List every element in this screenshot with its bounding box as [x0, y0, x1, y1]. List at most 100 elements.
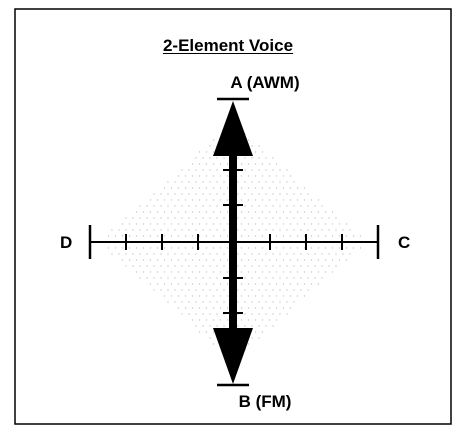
- background-dot: [121, 223, 124, 225]
- background-dot: [321, 205, 323, 207]
- background-dot: [202, 313, 204, 315]
- background-dot: [254, 199, 257, 201]
- background-dot: [184, 187, 187, 189]
- background-dot: [156, 247, 159, 249]
- background-dot: [205, 223, 208, 225]
- background-dot: [265, 325, 267, 327]
- background-dot: [293, 205, 295, 207]
- background-dot: [191, 271, 194, 273]
- background-dot: [202, 205, 204, 207]
- background-dot: [244, 169, 246, 171]
- background-dot: [272, 253, 274, 255]
- background-dot: [181, 277, 183, 279]
- background-dot: [307, 193, 309, 195]
- background-dot: [209, 157, 211, 159]
- background-dot: [331, 247, 334, 249]
- background-dot: [205, 247, 208, 249]
- background-dot: [202, 289, 204, 291]
- background-dot: [244, 313, 246, 315]
- background-dot: [272, 169, 274, 171]
- background-dot: [202, 277, 204, 279]
- background-dot: [212, 271, 215, 273]
- background-dot: [251, 301, 253, 303]
- background-dot: [163, 199, 166, 201]
- background-dot: [198, 175, 201, 177]
- background-dot: [345, 247, 348, 249]
- background-dot: [107, 235, 110, 237]
- background-dot: [209, 301, 211, 303]
- background-dot: [177, 235, 180, 237]
- background-dot: [324, 211, 327, 213]
- background-dot: [205, 151, 208, 153]
- background-dot: [244, 325, 246, 327]
- background-dot: [251, 157, 253, 159]
- background-dot: [153, 277, 155, 279]
- background-dot: [317, 247, 320, 249]
- background-dot: [170, 271, 173, 273]
- background-dot: [174, 217, 176, 219]
- background-dot: [244, 217, 246, 219]
- background-dot: [184, 235, 187, 237]
- background-dot: [247, 295, 250, 297]
- background-dot: [205, 211, 208, 213]
- background-dot: [205, 259, 208, 261]
- background-dot: [272, 217, 274, 219]
- background-dot: [216, 205, 218, 207]
- background-dot: [300, 265, 302, 267]
- background-dot: [174, 265, 176, 267]
- background-dot: [247, 211, 250, 213]
- background-dot: [324, 259, 327, 261]
- background-dot: [237, 193, 239, 195]
- background-dot: [188, 313, 190, 315]
- background-dot: [195, 193, 197, 195]
- background-dot: [146, 253, 148, 255]
- background-dot: [188, 169, 190, 171]
- background-dot: [338, 247, 341, 249]
- background-dot: [212, 151, 215, 153]
- background-dot: [160, 229, 162, 231]
- background-dot: [247, 247, 250, 249]
- background-dot: [202, 325, 204, 327]
- axis-label-top: A (AWM): [230, 73, 300, 92]
- background-dot: [184, 295, 187, 297]
- background-dot: [219, 247, 222, 249]
- background-dot: [279, 193, 281, 195]
- background-dot: [167, 229, 169, 231]
- background-dot: [188, 253, 190, 255]
- background-dot: [226, 247, 229, 249]
- background-dot: [212, 319, 215, 321]
- background-dot: [202, 265, 204, 267]
- background-dot: [223, 265, 225, 267]
- background-dot: [146, 277, 148, 279]
- background-dot: [321, 265, 323, 267]
- diagram-title: 2-Element Voice: [162, 36, 294, 55]
- background-dot: [212, 295, 215, 297]
- background-dot: [254, 259, 257, 261]
- background-dot: [174, 253, 176, 255]
- background-dot: [209, 253, 211, 255]
- background-dot: [265, 169, 267, 171]
- background-dot: [170, 211, 173, 213]
- background-dot: [181, 181, 183, 183]
- background-dot: [279, 301, 281, 303]
- background-dot: [310, 283, 313, 285]
- background-dot: [328, 217, 330, 219]
- background-dot: [107, 247, 110, 249]
- background-dot: [160, 253, 162, 255]
- background-dot: [258, 229, 260, 231]
- background-dot: [153, 205, 155, 207]
- horizontal-axis-ticks: [125, 234, 343, 250]
- background-dot: [198, 223, 201, 225]
- background-dot: [303, 223, 306, 225]
- background-dot: [286, 313, 288, 315]
- background-dot: [251, 313, 253, 315]
- background-dot: [181, 301, 183, 303]
- background-dot: [261, 175, 264, 177]
- background-dot: [198, 283, 201, 285]
- background-dot: [121, 235, 124, 237]
- background-dot: [212, 139, 215, 141]
- background-dot: [317, 211, 320, 213]
- background-dot: [184, 271, 187, 273]
- background-dot: [272, 277, 274, 279]
- background-dot: [303, 187, 306, 189]
